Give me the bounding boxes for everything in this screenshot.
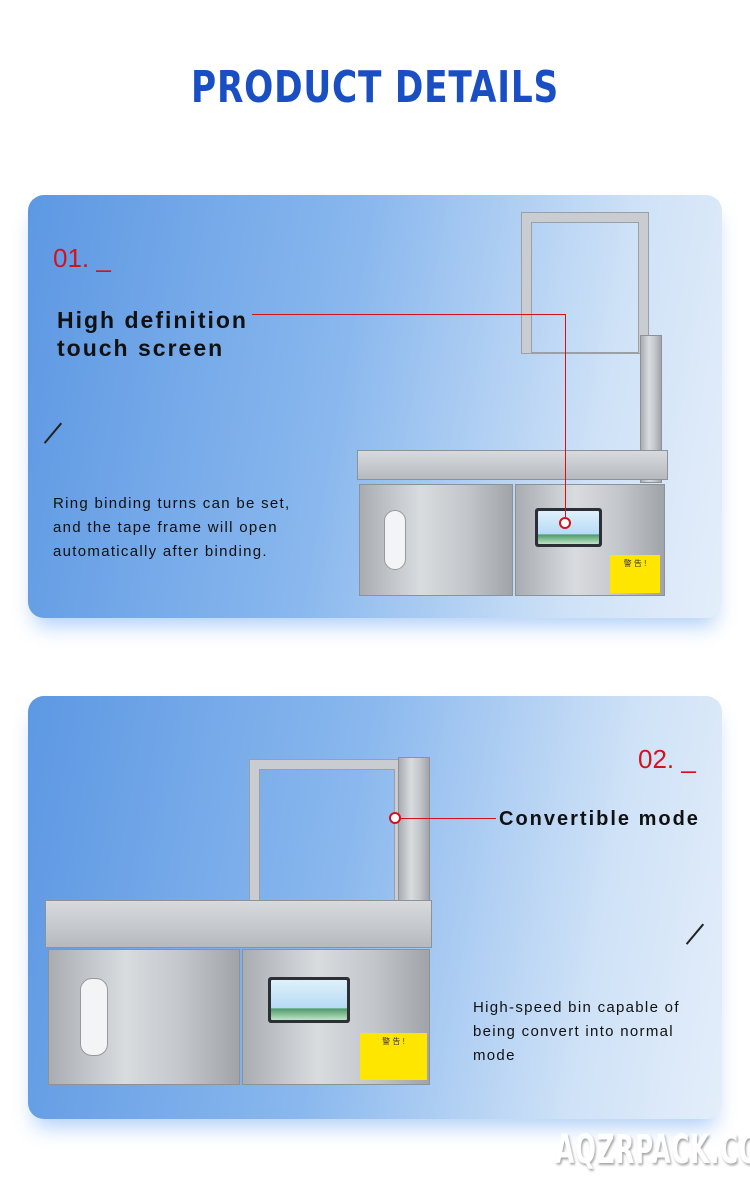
desc-line: mode [473,1047,516,1064]
desc-line: Ring binding turns can be set, [53,495,291,512]
callout-line [252,314,565,315]
door-handle [80,978,108,1056]
desc-line: and the tape frame will open [53,519,278,536]
feature-description: High-speed bin capable of being convert … [473,996,680,1068]
warning-label: 警 告 ! [610,555,660,593]
left-door [359,484,513,596]
feature-card-2: 02. _ Convertible mode High-speed bin ca… [28,696,722,1119]
heading-line: touch screen [57,335,225,361]
slash-decoration [685,923,704,945]
feature-description: Ring binding turns can be set, and the t… [53,492,290,564]
machine-top [357,450,668,480]
callout-line [400,818,496,819]
touch-screen [268,977,350,1023]
frame-post [640,335,662,483]
feature-number: 01. _ [53,243,111,273]
feature-heading: Convertible mode [499,808,700,830]
callout-line [565,314,566,517]
heading-line: High definition [57,307,248,333]
feature-heading: High definition touch screen [57,306,248,362]
feature-card-1: 01. _ High definition touch screen Ring … [28,195,722,618]
callout-dot [389,812,401,824]
warning-label: 警 告 ! [360,1033,427,1080]
watermark: AQZRPACK.COM [555,1127,750,1173]
frame-post [398,757,430,927]
desc-line: being convert into normal [473,1023,674,1040]
callout-dot [559,517,571,529]
tape-frame [522,213,648,353]
desc-line: automatically after binding. [53,543,268,560]
left-door [48,949,240,1085]
slash-decoration [43,422,62,444]
page-title: PRODUCT DETAILS [191,62,559,113]
door-handle [384,510,406,570]
machine-top [45,900,432,948]
feature-number: 02. _ [638,744,696,774]
desc-line: High-speed bin capable of [473,999,680,1016]
